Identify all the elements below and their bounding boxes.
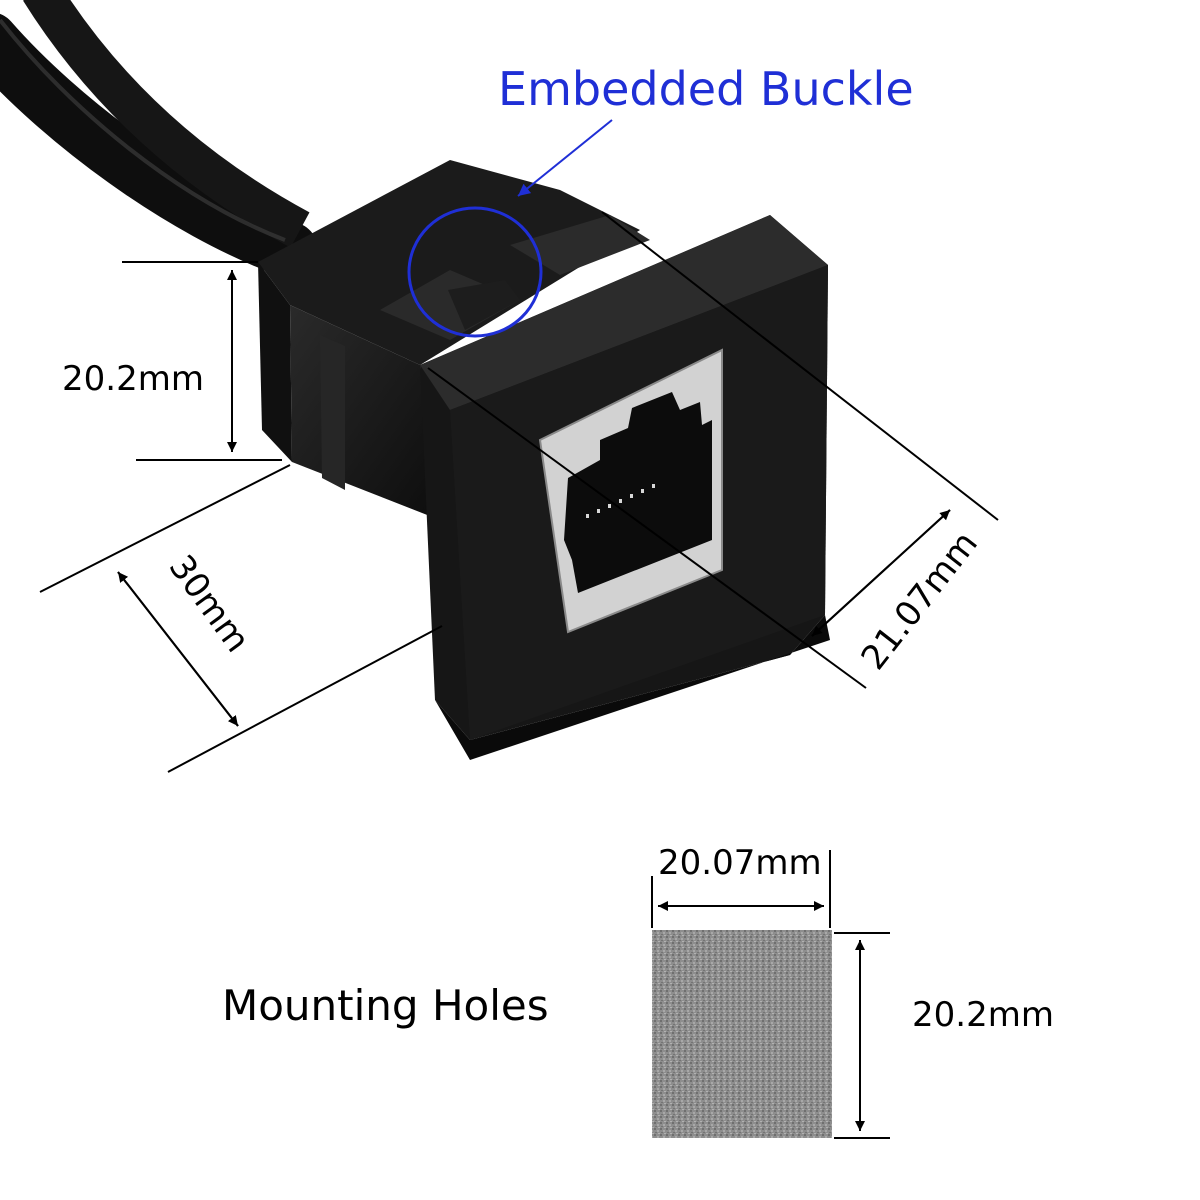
height-label: 20.2mm (62, 359, 204, 399)
buckle-callout: Embedded Buckle (407, 62, 914, 338)
mounting-hole-square (652, 930, 832, 1138)
buckle-highlight-circle (407, 206, 543, 338)
width-ext-line-top (601, 211, 999, 521)
depth-ext-line-top (39, 464, 291, 593)
depth-dimension: 30mm (39, 464, 443, 773)
depth-arrow-b (117, 571, 239, 727)
hole-width-label: 20.07mm (658, 843, 822, 883)
depth-ext-line-bottom (167, 625, 443, 773)
rj45-connector-icon (258, 160, 830, 760)
width-arrow-b (811, 509, 951, 637)
buckle-arrow (517, 119, 613, 197)
depth-label: 30mm (161, 548, 258, 660)
width-ext-line-bottom (427, 367, 867, 689)
mounting-holes-section: Mounting Holes 20.07mm 20.2mm (222, 843, 1054, 1139)
height-dimension: 20.2mm (62, 261, 282, 461)
buckle-label: Embedded Buckle (498, 62, 914, 116)
mounting-holes-label: Mounting Holes (222, 981, 549, 1030)
width-label: 21.07mm (854, 524, 986, 678)
cable-icon (0, 0, 318, 278)
hole-height-label: 20.2mm (912, 995, 1054, 1035)
